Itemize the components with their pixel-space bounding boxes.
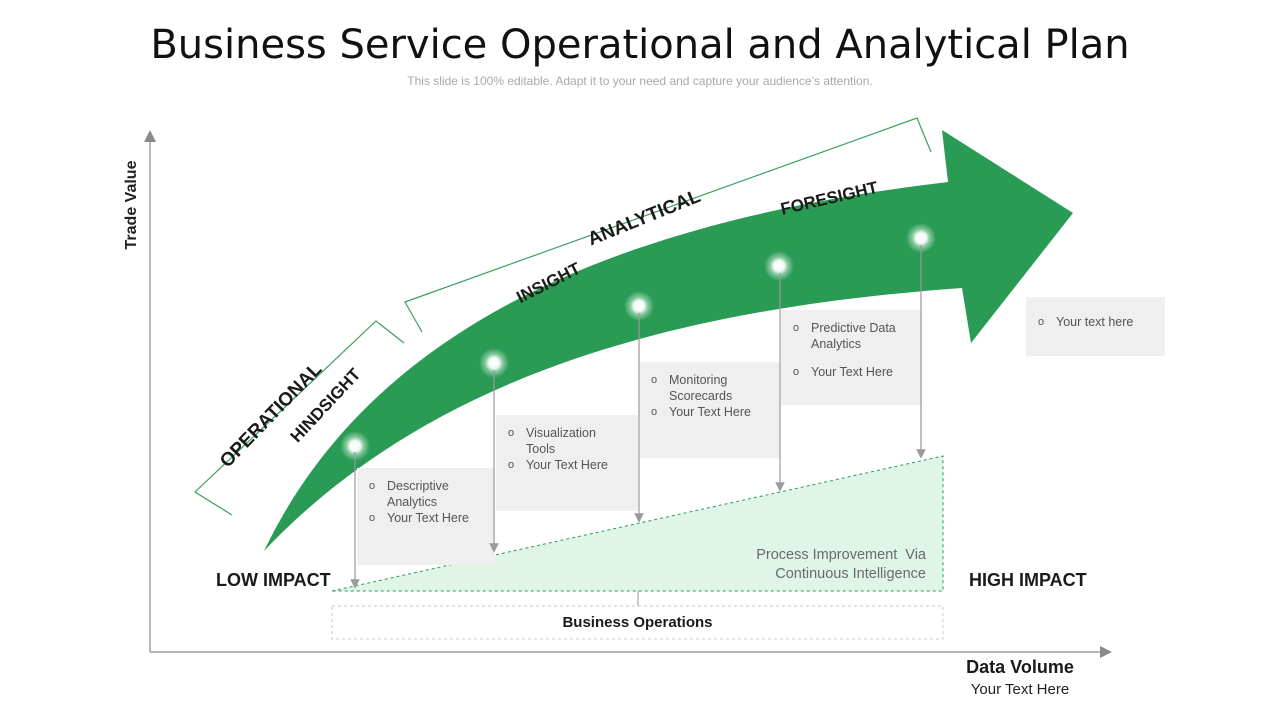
process-line-2: Continuous Intelligence — [775, 566, 926, 582]
glow-dot-1 — [340, 431, 370, 461]
glow-dot-3 — [624, 291, 654, 321]
info-box-monitoring: Monitoring Scorecards Your Text Here — [639, 362, 780, 458]
glow-dot-2 — [479, 348, 509, 378]
x-axis-sublabel: Your Text Here — [970, 681, 1070, 698]
low-impact-label: LOW IMPACT — [216, 570, 331, 590]
process-line-1: Process Improvement Via — [756, 547, 926, 563]
box-item: Predictive Data Analytics — [793, 320, 912, 352]
operational-bracket — [194, 320, 405, 516]
glow-dot-5 — [906, 223, 936, 253]
analytical-bracket — [404, 117, 932, 333]
info-box-descriptive: Descriptive Analytics Your Text Here — [357, 468, 495, 565]
x-axis-label: Data Volume — [966, 657, 1074, 677]
box-item: Your Text Here — [793, 364, 912, 380]
y-axis-label: Trade Value — [123, 160, 140, 250]
page-title: Business Service Operational and Analyti… — [150, 22, 1130, 68]
box-item: Descriptive Analytics — [369, 478, 485, 510]
process-improvement-text: Process Improvement Via Continuous Intel… — [700, 546, 926, 584]
business-operations-label: Business Operations — [562, 614, 713, 631]
box-item: Your text here — [1038, 314, 1155, 330]
info-box-predictive: Predictive Data Analytics Your Text Here — [781, 310, 922, 405]
info-box-extra: Your text here — [1026, 297, 1165, 356]
growth-arrow — [264, 130, 1073, 551]
info-box-visualization: Visualization Tools Your Text Here — [496, 415, 638, 511]
page-subtitle: This slide is 100% editable. Adapt it to… — [407, 74, 873, 88]
box-item: Your Text Here — [651, 404, 770, 420]
box-item: Visualization Tools — [508, 425, 628, 457]
glow-dot-4 — [764, 251, 794, 281]
box-item: Your Text Here — [508, 457, 628, 473]
box-item: Your Text Here — [369, 510, 485, 526]
business-operations-box — [331, 605, 944, 640]
high-impact-label: HIGH IMPACT — [969, 570, 1087, 590]
box-item: Monitoring Scorecards — [651, 372, 770, 404]
